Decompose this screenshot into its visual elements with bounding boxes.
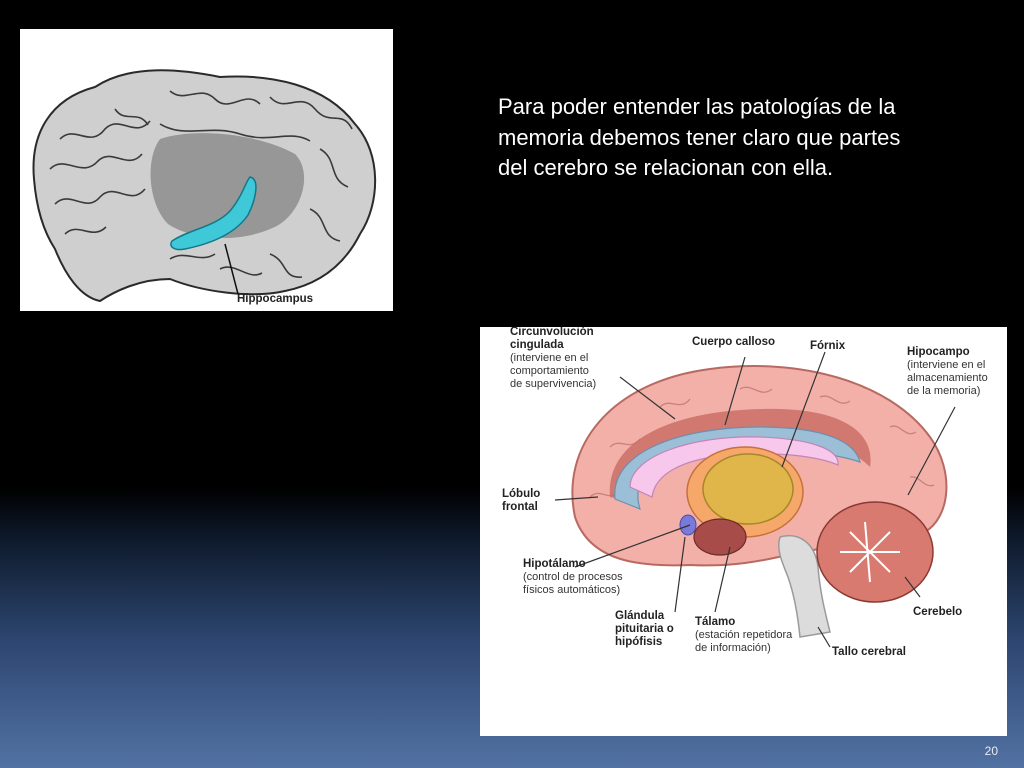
brain-gyri (49, 90, 353, 278)
label-fornix: Fórnix (810, 340, 846, 352)
label-circunvolucion-desc-3: de supervivencia) (510, 378, 596, 390)
label-lobulo-1: Lóbulo (502, 488, 540, 500)
label-lobulo-2: frontal (502, 501, 538, 513)
hippocampus-label: Hippocampus (237, 293, 313, 305)
label-glandula-1: Glándula (615, 610, 665, 622)
label-talamo: Tálamo (695, 616, 735, 628)
cerebellum-tree (840, 521, 900, 583)
label-tallo-cerebral: Tallo cerebral (832, 646, 906, 658)
label-circunvolucion-desc-2: comportamiento (510, 365, 589, 377)
label-cuerpo-calloso: Cuerpo calloso (692, 336, 775, 348)
label-hipotalamo-desc-2: físicos automáticos) (523, 584, 620, 596)
pituitary-shape (679, 514, 697, 536)
label-cerebelo: Cerebelo (913, 606, 962, 618)
label-hipocampo-desc-1: (interviene en el (907, 359, 985, 371)
hypothalamus-shape (693, 518, 747, 556)
medial-region (150, 133, 305, 239)
sagittal-brain-figure: Circunvolución cingulada (interviene en … (480, 327, 1007, 736)
thalamus-shape (702, 453, 794, 525)
label-circunvolucion-desc-1: (interviene en el (510, 352, 588, 364)
slide-body-text: Para poder entender las patologías de la… (498, 94, 901, 180)
page-number: 20 (984, 744, 998, 758)
label-hipotalamo: Hipotálamo (523, 558, 586, 570)
label-circunvolucion-2: cingulada (510, 339, 564, 351)
brainstem-shape (777, 535, 831, 638)
leader-lines (554, 351, 956, 648)
label-glandula-3: hipófisis (615, 636, 662, 648)
label-glandula-2: pituitaria o (615, 623, 674, 635)
corpus-callosum-shape (629, 436, 839, 498)
label-talamo-desc-1: (estación repetidora (695, 629, 793, 641)
hippocampus-shape (170, 176, 257, 251)
label-hipotalamo-desc-1: (control de procesos (523, 571, 623, 583)
hippocampus-pointer (224, 243, 239, 295)
label-hipocampo-desc-2: almacenamiento (907, 372, 988, 384)
label-hipocampo-desc-3: de la memoria) (907, 385, 980, 397)
hippocampus-figure: Hippocampus (20, 29, 393, 311)
label-talamo-desc-2: de información) (695, 642, 771, 654)
label-circunvolucion-1: Circunvolución (510, 327, 594, 338)
label-hipocampo: Hipocampo (907, 346, 970, 358)
